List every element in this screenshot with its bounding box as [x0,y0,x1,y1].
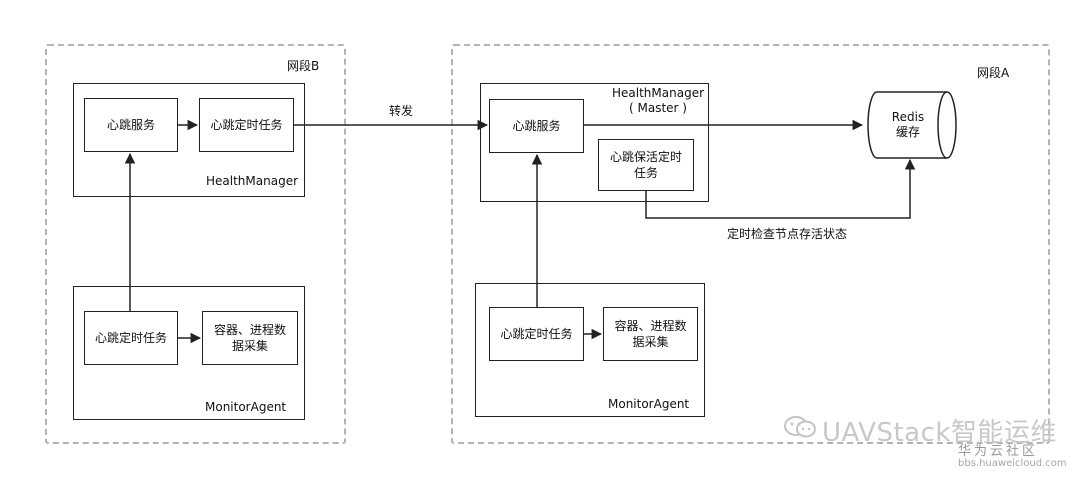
right-keepalive-timer-box: 心跳保活定时 任务 [598,139,694,191]
left-monitoragent-label: MonitorAgent [205,400,287,414]
left-healthmanager-label: HealthManager [206,174,299,188]
watermark-url: bbs.huaweicloud.com [958,458,1067,469]
watermark-title: UAVStack智能运维 [822,418,1057,448]
right-agent-heartbeat-timer-box: 心跳定时任务 [489,307,584,361]
zone-b-label: 网段B [287,59,320,73]
redis-label: Redis 缓存 [891,110,925,139]
watermark-subtitle: 华为云社区 [958,444,1039,459]
right-data-collect-box: 容器、进程数 据采集 [603,307,698,361]
left-heartbeat-timer-box: 心跳定时任务 [199,98,294,152]
zone-network-a [451,44,1050,444]
left-heartbeat-service-box: 心跳服务 [84,98,178,152]
left-data-collect-box: 容器、进程数 据采集 [202,311,298,365]
check-status-label: 定时检查节点存活状态 [727,227,848,241]
redis-cylinder-icon [867,91,957,159]
left-monitoragent-group [73,286,305,420]
right-healthmanager-label: HealthManager ( Master ) [612,86,705,115]
left-agent-heartbeat-timer-box: 心跳定时任务 [84,311,178,365]
right-healthmanager-group [480,83,709,202]
right-monitoragent-label: MonitorAgent [608,397,690,411]
left-healthmanager-group [73,83,305,197]
right-monitoragent-group [475,283,705,417]
right-heartbeat-service-box: 心跳服务 [489,99,584,153]
zone-network-b [45,44,346,444]
arrow-keepalive-to-redis [645,158,916,219]
forward-label: 转发 [389,104,414,118]
watermark-chat-icon [783,414,817,440]
zone-a-label: 网段A [977,66,1010,80]
